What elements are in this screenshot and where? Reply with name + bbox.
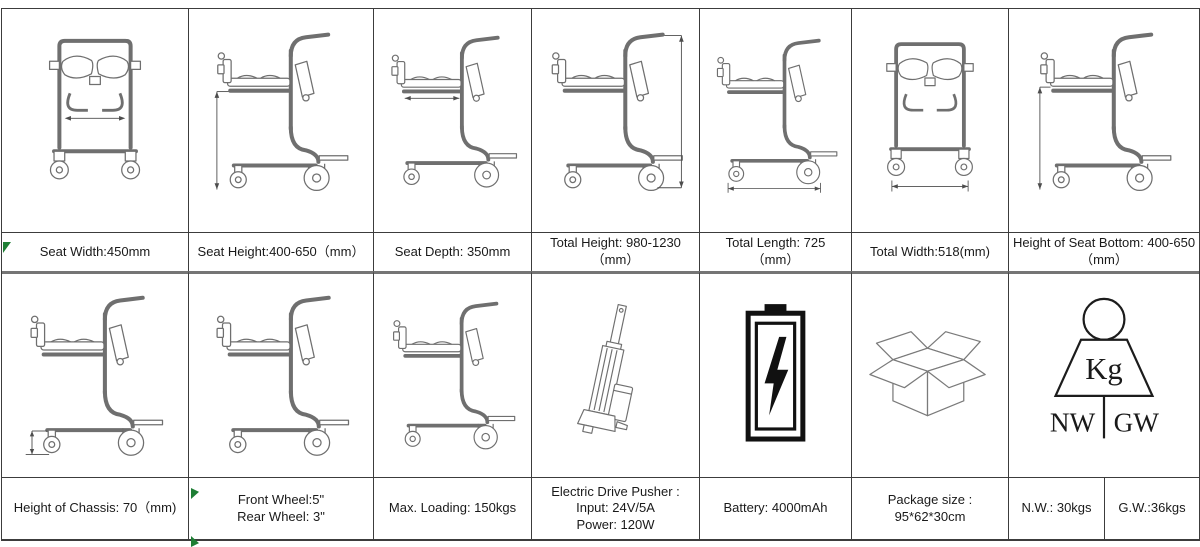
gross-weight-cell: G.W.:36kgs	[1104, 478, 1199, 539]
chair-side-view-drawing	[715, 38, 839, 193]
total-height-label: Total Height: 980-1230 （mm）	[550, 235, 681, 267]
total-length-label-cell: Total Length: 725 （mm）	[700, 232, 852, 271]
chair-front-view-drawing	[884, 42, 976, 192]
cell-seat-depth-drawing	[374, 9, 532, 232]
cell-max-loading-drawing	[374, 271, 532, 477]
chair-side-view-drawing	[25, 278, 180, 467]
chair-side-view-drawing	[214, 15, 367, 202]
electric-pusher-drawing	[577, 304, 634, 435]
wheels-label: Front Wheel:5" Rear Wheel: 3"	[237, 491, 325, 524]
package-size-label: Package size : 95*62*30cm	[887, 491, 973, 524]
cell-wheels-drawing	[189, 271, 374, 477]
cell-weight: Kg NW GW	[1009, 271, 1199, 477]
seat-depth-label-cell: Seat Depth: 350mm	[374, 232, 532, 271]
cell-seat-bottom-height-drawing	[1009, 9, 1199, 232]
chair-side-view-drawing	[538, 15, 693, 202]
net-weight-label: NW	[1050, 408, 1096, 438]
seat-width-label: Seat Width:450mm	[39, 243, 151, 259]
seat-height-label-cell: Seat Height:400-650（mm）	[189, 232, 374, 271]
total-width-label: Total Width:518(mm)	[870, 243, 990, 259]
weight-icon: Kg NW GW	[1050, 298, 1160, 439]
green-corner-marker	[191, 536, 199, 547]
electric-pusher-label: Electric Drive Pusher : Input: 24V/5A Po…	[551, 483, 680, 532]
cell-chassis-height-drawing	[2, 271, 189, 477]
cell-total-height-drawing	[532, 9, 700, 232]
total-height-label-cell: Total Height: 980-1230 （mm）	[532, 232, 700, 271]
cell-package-box	[852, 271, 1009, 477]
chassis-height-label-cell: Height of Chassis: 70（mm)	[2, 477, 189, 539]
gross-weight-label: GW	[1114, 408, 1160, 438]
net-weight-value: N.W.: 30kgs	[1021, 500, 1092, 516]
total-width-label-cell: Total Width:518(mm)	[852, 232, 1009, 271]
green-corner-marker	[3, 242, 11, 253]
battery-label: Battery: 4000mAh	[723, 500, 828, 516]
cell-seat-height-drawing	[189, 9, 374, 232]
cell-electric-pusher-drawing	[532, 271, 700, 477]
green-corner-marker	[191, 488, 199, 499]
spec-table: Seat Width:450mm Seat Height:400-650（mm）…	[2, 9, 1199, 539]
cell-battery	[700, 271, 852, 477]
cell-total-length-drawing	[700, 9, 852, 232]
chair-side-view-drawing	[1037, 15, 1193, 202]
max-loading-label-cell: Max. Loading: 150kgs	[374, 477, 532, 539]
cell-seat-width-drawing	[2, 9, 189, 232]
seat-depth-label: Seat Depth: 350mm	[394, 243, 511, 259]
chair-side-view-drawing	[390, 35, 519, 189]
package-size-label-cell: Package size : 95*62*30cm	[852, 477, 1009, 539]
chair-side-view-drawing	[391, 301, 517, 451]
wheels-label-cell: Front Wheel:5" Rear Wheel: 3"	[189, 477, 374, 539]
gross-weight-value: G.W.:36kgs	[1118, 500, 1186, 516]
package-box-icon	[869, 331, 986, 417]
product-spec-sheet: Seat Width:450mm Seat Height:400-650（mm）…	[1, 8, 1200, 547]
total-length-label: Total Length: 725 （mm）	[725, 235, 826, 267]
battery-icon	[745, 304, 806, 442]
net-weight-cell: N.W.: 30kgs	[1009, 478, 1104, 539]
seat-width-label-cell: Seat Width:450mm	[2, 232, 189, 271]
chair-front-view-drawing	[8, 15, 182, 202]
max-loading-label: Max. Loading: 150kgs	[388, 500, 517, 516]
seat-bottom-height-label: Height of Seat Bottom: 400-650 （mm）	[1012, 235, 1196, 267]
chassis-height-label: Height of Chassis: 70（mm)	[13, 500, 177, 516]
weight-unit-label: Kg	[1085, 352, 1122, 386]
battery-label-cell: Battery: 4000mAh	[700, 477, 852, 539]
seat-height-label: Seat Height:400-650（mm）	[197, 243, 365, 259]
cell-total-width-drawing	[852, 9, 1009, 232]
weights-label-cell: N.W.: 30kgs G.W.:36kgs	[1009, 477, 1199, 539]
chair-side-view-drawing	[197, 278, 365, 467]
electric-pusher-label-cell: Electric Drive Pusher : Input: 24V/5A Po…	[532, 477, 700, 539]
seat-bottom-height-label-cell: Height of Seat Bottom: 400-650 （mm）	[1009, 232, 1199, 271]
